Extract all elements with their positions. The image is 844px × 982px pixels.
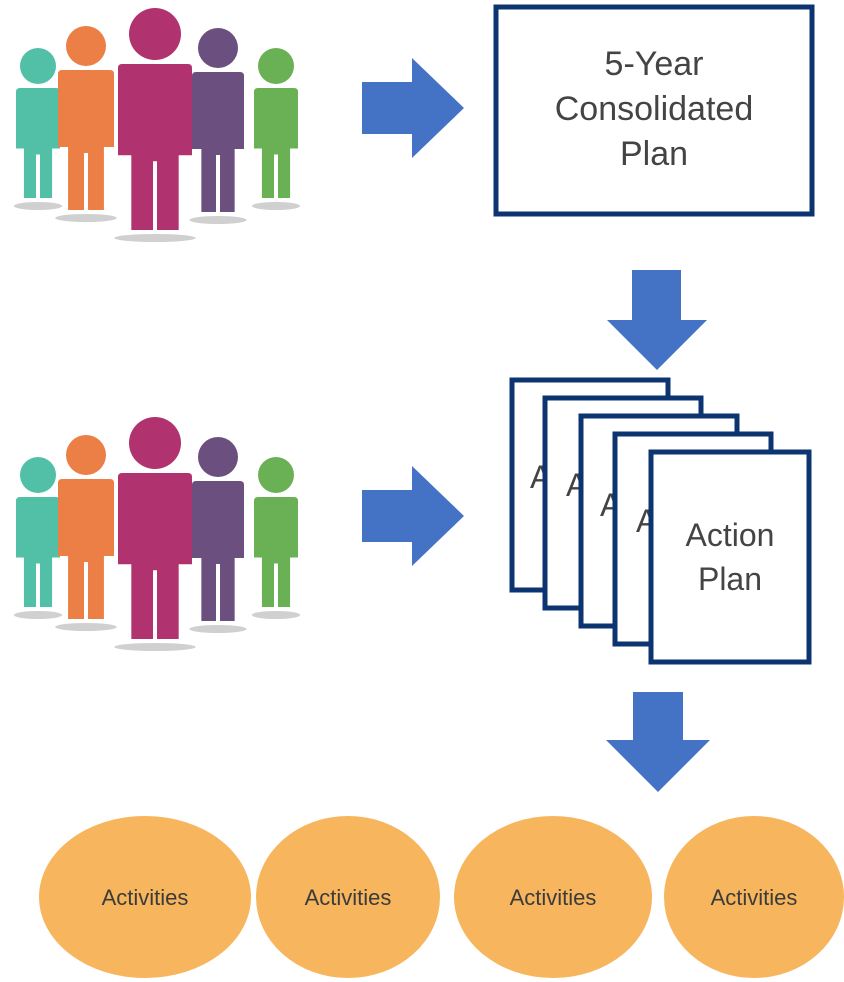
action-plan-line2: Plan [698, 561, 762, 597]
consolidated-plan-line1: 5-Year [605, 45, 704, 83]
consolidated-plan-line2: Consolidated [555, 90, 753, 128]
activity-oval: Activities [454, 816, 652, 978]
people-group-icon [13, 417, 301, 651]
action-plan-line1: Action [686, 517, 775, 553]
arrow-down-icon [606, 692, 710, 792]
action-plan-stack: A A A A Action Plan [509, 377, 812, 665]
arrow-down-icon [607, 270, 707, 370]
activity-oval: Activities [256, 816, 440, 978]
arrow-right-icon [362, 466, 464, 566]
action-plan-card-front: Action Plan [648, 449, 812, 665]
consolidated-plan-box: 5-Year Consolidated Plan [493, 4, 815, 217]
activity-oval: Activities [39, 816, 251, 978]
activity-label: Activities [305, 885, 392, 910]
activities-row: Activities Activities Activities Activit… [39, 816, 844, 978]
activity-label: Activities [711, 885, 798, 910]
arrow-right-icon [362, 58, 464, 158]
people-group-icon [13, 8, 301, 242]
consolidated-plan-line3: Plan [620, 135, 688, 173]
activity-oval: Activities [664, 816, 844, 978]
activity-label: Activities [510, 885, 597, 910]
activity-label: Activities [102, 885, 189, 910]
